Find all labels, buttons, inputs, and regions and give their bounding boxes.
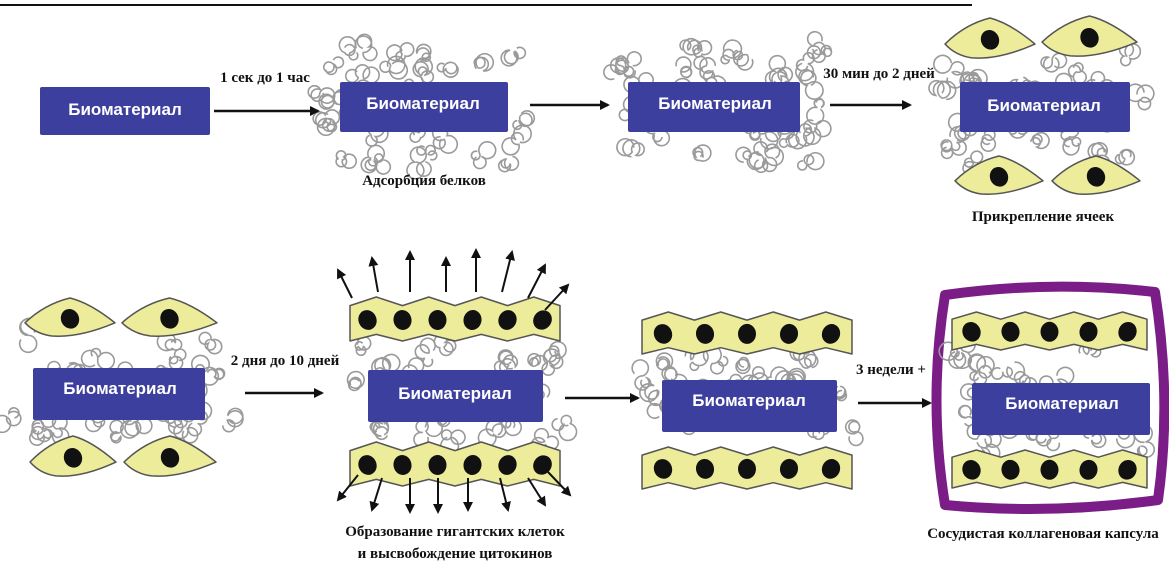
protein-coil [929, 81, 956, 100]
protein-coil [336, 151, 356, 168]
protein-coil [846, 420, 863, 445]
protein-coil [501, 47, 525, 66]
biomaterial-label-8: Биоматериал [1005, 394, 1119, 413]
protein-coil [369, 154, 391, 174]
protein-coil [733, 51, 753, 70]
caption-attachment: Прикрепление ячеек [972, 209, 1115, 225]
protein-coil [348, 372, 365, 391]
arrow [372, 258, 378, 292]
protein-coil [632, 360, 650, 390]
arrow [372, 478, 382, 510]
cell-body [350, 297, 560, 341]
cell [952, 450, 1147, 488]
protein-coil [1063, 138, 1080, 155]
protein-coil [694, 56, 715, 78]
cell [1052, 156, 1140, 194]
caption-capsule: Сосудистая коллагеновая капсула [927, 526, 1159, 542]
arrow [502, 252, 512, 292]
protein-coil [1041, 53, 1066, 71]
protein-coil [798, 153, 824, 170]
step-label-6: 3 недели + [856, 362, 926, 378]
protein-coil [82, 349, 115, 370]
biomaterial-label-5: Биоматериал [63, 379, 177, 398]
protein-coil [0, 408, 21, 432]
arrow [338, 270, 352, 298]
caption-giant-cells-line1: Образование гигантских клеток [345, 524, 565, 540]
protein-coil [676, 57, 692, 78]
protein-coil [499, 156, 519, 171]
protein-coil [1127, 84, 1154, 109]
protein-coil [208, 368, 225, 379]
protein-coil [415, 338, 435, 366]
step-label-4: 2 дня до 10 дней [231, 353, 340, 369]
protein-coil [316, 113, 337, 135]
protein-coil [736, 358, 750, 374]
biomaterial-label-6: Биоматериал [398, 384, 512, 403]
biomaterial-label-7: Биоматериал [692, 391, 806, 410]
arrow [528, 265, 545, 298]
arrow [338, 475, 358, 500]
biomaterial-label-1: Биоматериал [68, 100, 182, 119]
protein-coil [513, 111, 534, 129]
protein-coil [799, 70, 823, 99]
cell [642, 447, 852, 489]
cell [350, 297, 560, 341]
protein-coil [199, 332, 221, 353]
protein-coil [339, 37, 358, 60]
protein-coil [981, 130, 995, 152]
cell [945, 18, 1035, 58]
protein-coil [1116, 150, 1135, 165]
cell [642, 312, 852, 354]
biomaterial-label-3: Биоматериал [658, 94, 772, 113]
protein-coil [471, 142, 495, 169]
caption-adsorption: Адсорбция белков [362, 173, 486, 189]
cell [122, 298, 217, 336]
step-label-1: 1 сек до 1 час [220, 70, 310, 86]
protein-coil [934, 55, 964, 88]
protein-coil [617, 139, 644, 157]
protein-coil [474, 54, 493, 71]
layer-biomaterial [33, 82, 1150, 435]
cell [1042, 16, 1137, 56]
cell [952, 312, 1147, 350]
protein-coil [959, 406, 974, 426]
protein-coil [437, 62, 458, 77]
protein-coil [1031, 133, 1049, 149]
cell [124, 436, 216, 476]
protein-coil [308, 86, 334, 103]
protein-coil [361, 145, 384, 172]
protein-coil [808, 32, 825, 59]
biomaterial-label-4: Биоматериал [987, 96, 1101, 115]
biomaterial-label-2: Биоматериал [366, 94, 480, 113]
protein-coil [324, 57, 344, 74]
step-label-3: 30 мин до 2 дней [823, 66, 935, 82]
protein-coil [169, 349, 185, 369]
cell [25, 298, 115, 336]
protein-coil [992, 362, 1025, 379]
protein-coil [223, 408, 243, 431]
caption-giant-cells-line2: и высвобождение цитокинов [358, 546, 553, 562]
protein-coil [693, 145, 711, 161]
